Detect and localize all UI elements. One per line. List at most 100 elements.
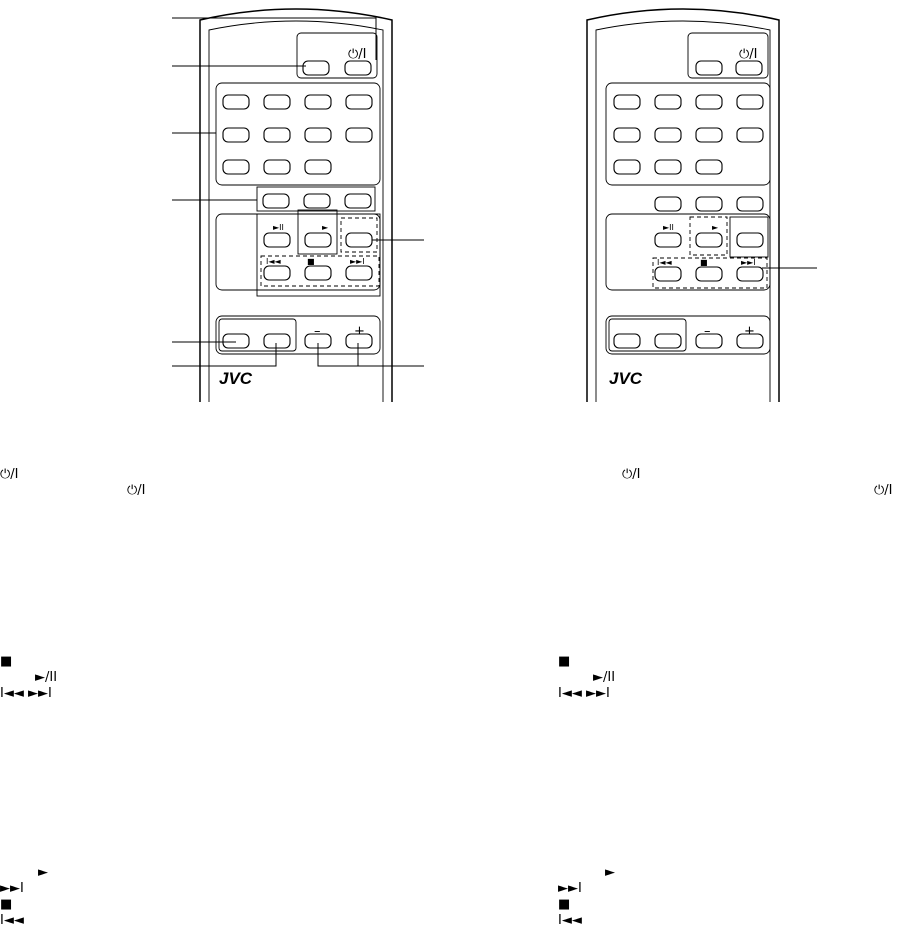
dashed-skip-group: [260, 255, 380, 287]
mode-button[interactable]: [736, 232, 764, 248]
function-button[interactable]: [263, 333, 291, 349]
transport-panel: [605, 213, 771, 291]
next-symbol: ►►I: [558, 881, 582, 896]
number-button[interactable]: [263, 127, 291, 143]
source-button[interactable]: [695, 196, 723, 212]
callout-lines-left: [172, 17, 424, 367]
number-button[interactable]: [654, 94, 682, 110]
volume-down-button[interactable]: [695, 333, 723, 349]
stop-button[interactable]: [304, 265, 332, 281]
dashed-play-group: [689, 216, 728, 256]
bottom-left-group: [608, 318, 687, 352]
prev-button[interactable]: [263, 265, 291, 281]
source-button[interactable]: [654, 196, 682, 212]
number-button[interactable]: [613, 159, 641, 175]
play-label: ►: [712, 223, 719, 232]
volume-plus-label: +: [354, 324, 365, 339]
number-button[interactable]: [304, 127, 332, 143]
function-button[interactable]: [222, 333, 250, 349]
symbols-left-column: ⏻/I ⏻/I ■ ►/II I◄◄ ►►I ► ►►I ■ I◄◄: [0, 467, 146, 925]
number-button[interactable]: [345, 127, 373, 143]
source-button[interactable]: [262, 193, 290, 209]
symbols-right-column: ⏻/I ⏻/I ■ ►/II I◄◄ ►►I ► ►►I ■ I◄◄: [558, 467, 893, 925]
source-panel: [256, 186, 376, 212]
power-symbol-label: ⏻/I: [739, 47, 758, 62]
skip-symbols: I◄◄ ►►I: [558, 686, 610, 701]
number-button[interactable]: [304, 94, 332, 110]
number-button[interactable]: [613, 127, 641, 143]
power-button[interactable]: [344, 60, 372, 76]
power-symbol-label: ⏻/I: [348, 47, 367, 62]
source-button[interactable]: [344, 193, 372, 209]
volume-up-button[interactable]: [345, 333, 373, 349]
play-pause-button[interactable]: [654, 232, 682, 248]
prev-label: I◄◄: [657, 258, 673, 267]
play-button[interactable]: [695, 232, 723, 248]
power-symbol: ⏻/I: [127, 483, 146, 498]
volume-up-button[interactable]: [736, 333, 764, 349]
next-label: ►►I: [350, 257, 365, 266]
dashed-group: [340, 217, 378, 253]
leader-line: [172, 343, 277, 367]
number-button[interactable]: [654, 159, 682, 175]
volume-plus-label: +: [744, 324, 755, 339]
standby-button[interactable]: [695, 60, 723, 76]
number-button[interactable]: [736, 127, 764, 143]
function-button[interactable]: [613, 333, 641, 349]
function-button[interactable]: [654, 333, 682, 349]
stop-button[interactable]: [695, 266, 723, 282]
number-button[interactable]: [222, 159, 250, 175]
mode-button[interactable]: [345, 232, 373, 248]
stop-symbol: ■: [0, 654, 12, 669]
number-button[interactable]: [222, 127, 250, 143]
prev-label: I◄◄: [266, 257, 282, 266]
stop-symbol: ■: [558, 654, 570, 669]
next-button[interactable]: [736, 266, 764, 282]
remote-left: ⏻/I ►II ►: [199, 8, 393, 402]
power-symbol: ⏻/I: [622, 467, 641, 482]
play-pause-button[interactable]: [263, 232, 291, 248]
number-button[interactable]: [736, 94, 764, 110]
leader-line: [317, 343, 424, 367]
number-button[interactable]: [304, 159, 332, 175]
prev-button[interactable]: [654, 266, 682, 282]
number-button[interactable]: [222, 94, 250, 110]
bottom-panel: [215, 315, 381, 355]
play-pause-symbol: ►/II: [35, 670, 57, 685]
number-button[interactable]: [695, 94, 723, 110]
brand-logo: JVC: [609, 369, 643, 388]
number-button[interactable]: [613, 94, 641, 110]
number-button[interactable]: [695, 127, 723, 143]
play-button[interactable]: [304, 232, 332, 248]
remote-right: ⏻/I ►II ► I◄◄ ■ ►►I: [586, 8, 780, 402]
prev-symbol: I◄◄: [0, 913, 24, 925]
mode-group: [729, 216, 769, 258]
number-pad-panel: [605, 82, 771, 186]
power-panel: [296, 32, 378, 79]
number-button[interactable]: [263, 159, 291, 175]
skip-symbols: I◄◄ ►►I: [0, 686, 52, 701]
number-button[interactable]: [263, 94, 291, 110]
play-symbol: ►: [605, 865, 615, 880]
play-pause-label: ►II: [273, 223, 284, 232]
source-button[interactable]: [736, 196, 764, 212]
number-button[interactable]: [695, 159, 723, 175]
play-group: [297, 209, 338, 255]
next-symbol: ►►I: [0, 881, 24, 896]
brand-logo: JVC: [219, 369, 253, 388]
stop-symbol: ■: [0, 897, 12, 912]
power-panel: [687, 32, 769, 79]
next-button[interactable]: [345, 265, 373, 281]
power-symbol: ⏻/I: [874, 483, 893, 498]
transport-outline: [256, 213, 381, 297]
power-symbol: ⏻/I: [0, 467, 19, 482]
power-button[interactable]: [735, 60, 763, 76]
standby-button[interactable]: [302, 60, 330, 76]
next-label: ►►I: [741, 258, 756, 267]
number-button[interactable]: [345, 94, 373, 110]
play-symbol: ►: [38, 865, 48, 880]
number-button[interactable]: [654, 127, 682, 143]
prev-symbol: I◄◄: [558, 913, 582, 925]
source-button[interactable]: [303, 193, 331, 209]
